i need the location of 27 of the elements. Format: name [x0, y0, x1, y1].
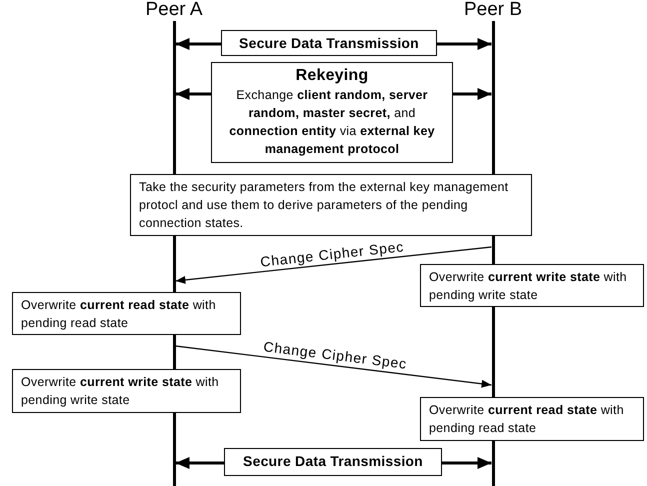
- message-box: [12, 292, 241, 335]
- box-text: Overwrite current read state with pending read state: [429, 402, 625, 437]
- box-text: Take the security parameters from the external key management protocl and use them to derive parameters of the pending connection states.: [139, 179, 510, 232]
- arrow: [176, 88, 211, 100]
- arrow: [453, 88, 492, 100]
- message-box: [221, 30, 437, 56]
- arrow: [175, 345, 492, 388]
- box-heading: Rekeying: [294, 66, 370, 86]
- box-text: Overwrite current write state with pending write state: [429, 269, 628, 304]
- arrow: [442, 457, 492, 469]
- box-text: Exchange client random, server random, master secret, and connection entity via external key management protocol: [228, 87, 436, 158]
- message-box: [224, 448, 442, 476]
- box-text: Overwrite current write state with pending write state: [21, 374, 220, 409]
- box-text: Overwrite current read state with pending read state: [21, 297, 217, 332]
- message-box: [211, 62, 453, 163]
- box-text: Secure Data Transmission: [238, 34, 420, 52]
- message-box: [12, 369, 241, 413]
- box-text: Secure Data Transmission: [242, 452, 424, 470]
- participant-heading: Peer A: [145, 0, 203, 20]
- participant-heading: Peer B: [464, 0, 522, 20]
- arrow: [176, 38, 221, 50]
- message-box: [420, 397, 644, 441]
- arrow: [176, 457, 224, 469]
- message-box: [130, 174, 532, 236]
- arrow: [175, 246, 492, 284]
- message-box: [420, 264, 644, 307]
- arrow: [437, 38, 492, 50]
